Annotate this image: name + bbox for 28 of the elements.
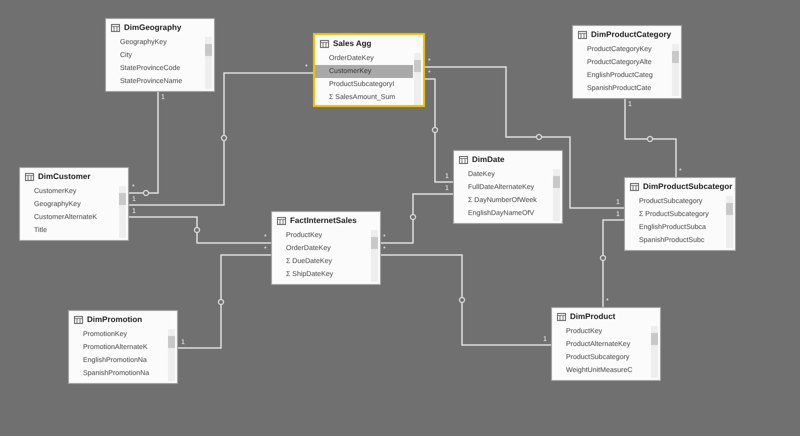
relationship-line xyxy=(178,254,271,349)
relationship-line xyxy=(600,219,624,307)
table-card xyxy=(68,310,178,384)
table-name: DimDate xyxy=(472,154,504,166)
table-name: DimGeography xyxy=(124,22,182,34)
table-card xyxy=(313,33,425,107)
table-name: DimProductSubcategor xyxy=(643,180,732,192)
table-name: FactInternetSales xyxy=(290,214,357,226)
relationship-line xyxy=(425,66,624,209)
table-card xyxy=(624,177,736,251)
relationship-line xyxy=(129,92,159,196)
relationship-line xyxy=(129,72,313,206)
relationship-line xyxy=(624,99,677,177)
table-name: DimPromotion xyxy=(87,314,142,326)
table-card xyxy=(105,18,215,92)
relationship-line xyxy=(381,254,551,346)
relationship-line xyxy=(381,193,453,244)
relationship-line xyxy=(129,216,271,244)
table-card xyxy=(551,307,661,381)
table-name: Sales Agg xyxy=(333,38,372,50)
table-card xyxy=(19,167,129,241)
table-card xyxy=(271,211,381,285)
table-card xyxy=(453,150,563,224)
table-name: DimProduct xyxy=(570,310,616,322)
table-name: DimProductCategory xyxy=(591,28,672,40)
table-card xyxy=(572,25,682,99)
table-name: DimCustomer xyxy=(38,170,90,182)
relationship-line xyxy=(425,78,453,183)
